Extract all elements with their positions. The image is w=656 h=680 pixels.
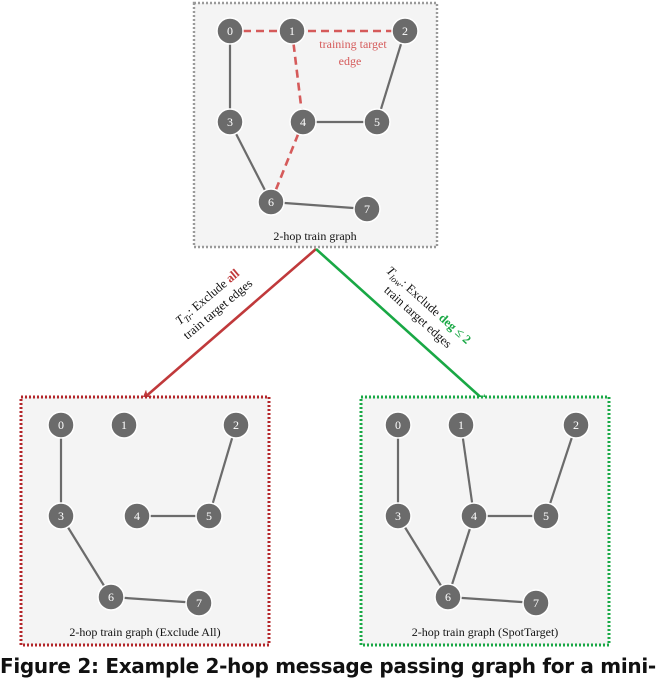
graph-node: 4 xyxy=(460,502,488,530)
node-label: 6 xyxy=(268,195,274,209)
node-label: 1 xyxy=(289,24,295,38)
target-edge-4-6 xyxy=(269,121,305,203)
node-label: 4 xyxy=(134,509,140,523)
node-label: 2 xyxy=(573,418,579,432)
node-label: 2 xyxy=(233,418,239,432)
graph-node: 0 xyxy=(47,411,75,439)
graph-node: 5 xyxy=(195,502,223,530)
spottarget-arrow xyxy=(315,248,489,405)
edge-5-2 xyxy=(544,424,578,517)
graph-node: 3 xyxy=(47,502,75,530)
graph-node: 7 xyxy=(522,589,550,617)
node-label: 3 xyxy=(395,509,401,523)
graph-node: 2 xyxy=(391,17,419,45)
node-label: 7 xyxy=(364,202,370,216)
graph-node: 4 xyxy=(123,502,151,530)
node-label: 5 xyxy=(206,509,212,523)
exclude-all-arrow-label: TTr: Exclude all train target edges xyxy=(173,266,255,342)
edge-1-4 xyxy=(459,424,476,517)
exclude-all-arrow xyxy=(141,248,317,400)
node-label: 6 xyxy=(445,590,451,604)
graph-node: 5 xyxy=(532,502,560,530)
edge-3-6 xyxy=(397,515,449,598)
figure-caption: Figure 2: Example 2-hop message passing … xyxy=(0,654,656,678)
node-label: 1 xyxy=(458,418,464,432)
graph-node: 6 xyxy=(257,188,285,216)
node-label: 2 xyxy=(402,24,408,38)
node-label: 3 xyxy=(58,509,64,523)
top-graph: 0 1 2 3 4 5 6 7 training target edge 2-h… xyxy=(192,1,439,249)
node-label: 5 xyxy=(374,115,380,129)
edge-5-2 xyxy=(207,424,238,517)
edge-6-7 xyxy=(110,595,200,605)
target-edge-annotation-line2: edge xyxy=(339,54,362,68)
spottarget-graph: 0 1 2 3 4 5 6 7 2-hop train graph (SpotT… xyxy=(359,395,611,647)
graph-node: 2 xyxy=(562,411,590,439)
node-label: 6 xyxy=(108,590,114,604)
graph-node: 4 xyxy=(289,108,317,136)
edge-6-7 xyxy=(447,595,537,605)
exclude-all-graph-caption: 2-hop train graph (Exclude All) xyxy=(69,625,220,639)
target-edge-annotation-line1: training target xyxy=(319,37,387,51)
top-graph-caption: 2-hop train graph xyxy=(273,229,356,243)
graph-node: 7 xyxy=(353,195,381,223)
exclude-all-graph: 0 1 2 3 4 5 6 7 2-hop train graph (Exclu… xyxy=(19,395,271,647)
graph-node: 1 xyxy=(110,411,138,439)
node-label: 7 xyxy=(533,596,539,610)
edge-4-6 xyxy=(446,515,476,598)
graph-node: 0 xyxy=(384,411,412,439)
edge-6-7 xyxy=(270,200,368,211)
graph-node: 6 xyxy=(97,583,125,611)
node-label: 1 xyxy=(121,418,127,432)
target-edge-1-4 xyxy=(290,30,305,123)
edge-3-6 xyxy=(229,121,272,203)
graph-node: 3 xyxy=(216,108,244,136)
graph-node: 3 xyxy=(384,502,412,530)
node-label: 0 xyxy=(227,24,233,38)
graph-node: 7 xyxy=(185,589,213,617)
node-label: 4 xyxy=(471,509,477,523)
edge-3-6 xyxy=(60,515,112,598)
graph-node: 2 xyxy=(222,411,250,439)
graph-node: 6 xyxy=(434,583,462,611)
graph-node: 5 xyxy=(363,108,391,136)
node-label: 0 xyxy=(58,418,64,432)
spottarget-graph-caption: 2-hop train graph (SpotTarget) xyxy=(412,625,559,639)
edge-5-2 xyxy=(375,30,407,123)
node-label: 4 xyxy=(300,115,306,129)
graph-node: 1 xyxy=(278,17,306,45)
graph-node: 0 xyxy=(216,17,244,45)
node-label: 5 xyxy=(543,509,549,523)
graph-node: 1 xyxy=(447,411,475,439)
diagram-canvas: 0 1 2 3 4 5 6 7 training target edge 2-h… xyxy=(19,1,611,647)
node-label: 3 xyxy=(227,115,233,129)
node-label: 7 xyxy=(196,596,202,610)
node-label: 0 xyxy=(395,418,401,432)
